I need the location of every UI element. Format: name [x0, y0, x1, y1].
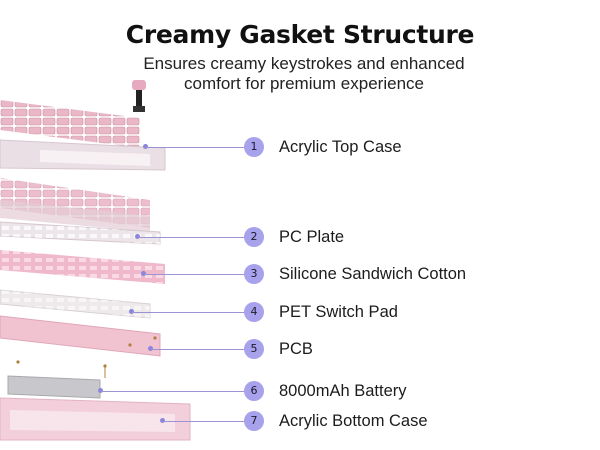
- number-badge: 1: [244, 137, 264, 157]
- layer-label-acrylic-bottom-case: Acrylic Bottom Case: [279, 412, 428, 430]
- layer-label-silicone-sandwich-cotton: Silicone Sandwich Cotton: [279, 265, 467, 283]
- callout-line: [146, 147, 246, 148]
- callout-dot: [143, 144, 148, 149]
- callout-line: [132, 312, 246, 313]
- number-badge: 6: [244, 381, 264, 401]
- layer-label-pc-plate: PC Plate: [279, 228, 345, 246]
- page-subtitle: Ensures creamy keystrokes and enhanced c…: [143, 54, 465, 93]
- callout-line: [101, 391, 246, 392]
- number-badge: 5: [244, 339, 264, 359]
- callout-dot: [135, 234, 140, 239]
- number-badge: 2: [244, 227, 264, 247]
- callout-dot: [98, 388, 103, 393]
- callout-line: [144, 274, 246, 275]
- callout-line: [163, 421, 246, 422]
- layer-label-pcb: PCB: [279, 340, 313, 358]
- layer-label-pet-switch-pad: PET Switch Pad: [279, 303, 398, 321]
- number-badge: 3: [244, 264, 264, 284]
- callout-line: [138, 237, 246, 238]
- number-badge: 4: [244, 302, 264, 322]
- callout-dot: [129, 309, 134, 314]
- layer-label-battery: 8000mAh Battery: [279, 382, 407, 400]
- page-title: Creamy Gasket Structure: [125, 20, 475, 49]
- callout-dot: [148, 346, 153, 351]
- number-badge: 7: [244, 411, 264, 431]
- callout-dot: [160, 418, 165, 423]
- callout-dot: [141, 271, 146, 276]
- callout-line: [151, 349, 246, 350]
- layer-label-acrylic-top-case: Acrylic Top Case: [279, 138, 402, 156]
